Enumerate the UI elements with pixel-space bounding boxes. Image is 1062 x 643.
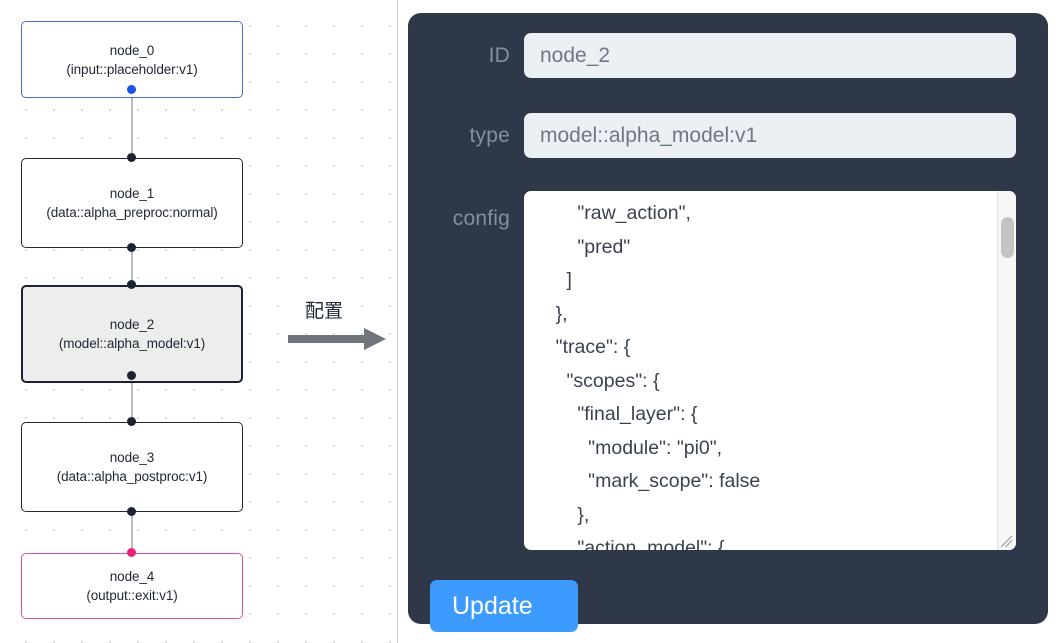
edge-node1-node2 [131,241,133,292]
node-handle-target-node_3[interactable] [127,417,136,426]
node-handle-source-node_3[interactable] [127,507,136,516]
id-field-label: ID [488,43,510,67]
graph-node-node_4[interactable]: node_4 (output::exit:v1) [21,553,243,619]
node-handle-target-node_1[interactable] [127,153,136,162]
arrow-right-icon [288,328,388,350]
config-editor[interactable] [524,191,1016,550]
node-config-panel: ID type config Update [408,13,1048,632]
annotation-label: 配置 [304,301,343,322]
config-textarea[interactable] [524,191,998,550]
node-handle-source-node_1[interactable] [127,243,136,252]
field-row-type: type [408,113,1016,158]
config-scrollbar-thumb[interactable] [1001,217,1014,258]
node-type: (model::alpha_model:v1) [58,336,206,351]
node-type: (data::alpha_postproc:v1) [56,469,208,484]
update-button[interactable]: Update [430,580,578,632]
node-title: node_0 [109,42,155,58]
graph-node-node_3[interactable]: node_3 (data::alpha_postproc:v1) [21,422,243,512]
node-title: node_2 [109,317,155,332]
node-handle-target-node_2[interactable] [127,280,136,289]
node-title: node_3 [109,450,155,465]
node-handle-source-node_2[interactable] [127,371,136,380]
node-type: (data::alpha_preproc:normal) [46,205,218,220]
edge-node0-node1 [131,91,133,165]
field-row-id: ID [408,33,1016,78]
resize-handle-icon[interactable] [998,533,1014,549]
type-field-label: type [469,123,510,147]
type-input[interactable] [524,113,1016,158]
node-type: (output::exit:v1) [86,588,178,603]
node-handle-target-node_4[interactable] [127,548,136,557]
annotation-arrow-group: 配置 [288,300,392,362]
graph-canvas[interactable]: node_0 (input::placeholder:v1) node_1 (d… [0,0,398,643]
node-title: node_1 [109,186,155,201]
config-field-label: config [452,207,510,230]
field-row-config: config [408,191,1016,550]
node-title: node_4 [109,569,155,584]
id-input[interactable] [524,33,1016,78]
graph-node-node_2[interactable]: node_2 (model::alpha_model:v1) [21,285,243,383]
canvas-panel-divider [397,0,398,643]
graph-node-node_1[interactable]: node_1 (data::alpha_preproc:normal) [21,158,243,248]
edge-node3-node4 [131,505,133,556]
edge-node2-node3 [131,376,133,429]
node-handle-source-node_0[interactable] [127,85,136,94]
config-scrollbar[interactable] [997,191,1016,550]
node-type: (input::placeholder:v1) [66,61,198,77]
